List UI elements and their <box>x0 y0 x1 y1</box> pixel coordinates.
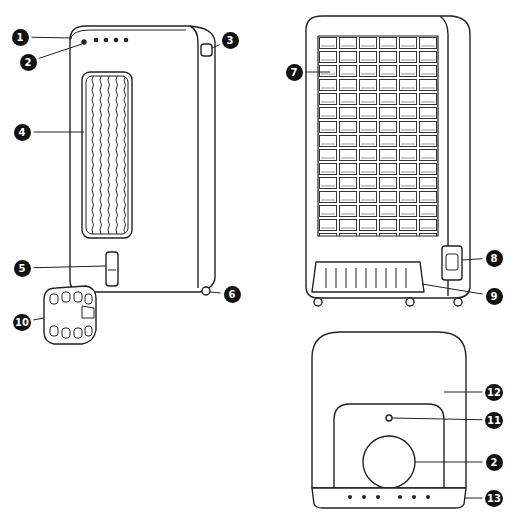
callout-number: 3 <box>222 32 239 49</box>
leader-line <box>464 498 483 499</box>
callout-number: 1 <box>12 29 29 46</box>
callout-number: 11 <box>485 412 503 429</box>
ice-pack <box>44 286 96 344</box>
callout-text: 2 <box>491 457 498 468</box>
callout-number: 12 <box>485 384 503 401</box>
callout-number: 7 <box>286 64 303 81</box>
leader-line <box>210 292 221 294</box>
leader-line <box>306 72 331 73</box>
rear-view <box>306 16 470 306</box>
callout-text: 3 <box>227 35 234 46</box>
callout-number: 2 <box>486 454 503 471</box>
leader-line <box>33 318 44 320</box>
leader-line <box>462 259 483 260</box>
callout-text: 5 <box>19 263 26 274</box>
leader-line <box>31 37 72 39</box>
callout-number: 6 <box>224 286 241 303</box>
leader-line <box>33 266 106 268</box>
leader-line <box>444 392 483 393</box>
callout-text: 2 <box>25 57 32 68</box>
callout-number: 10 <box>13 314 31 331</box>
callout-number: 4 <box>14 124 31 141</box>
callout-text: 7 <box>291 67 298 78</box>
callout-text: 6 <box>229 289 236 300</box>
leader-line <box>39 44 82 58</box>
callout-text: 10 <box>15 317 29 328</box>
leader-line <box>34 132 85 133</box>
callout-text: 9 <box>491 291 498 302</box>
callout-text: 8 <box>491 253 498 264</box>
callout-number: 8 <box>486 250 503 267</box>
leader-line <box>212 45 219 48</box>
callout-number: 5 <box>14 260 31 277</box>
top-view <box>312 332 466 508</box>
callout-text: 13 <box>487 493 501 504</box>
callout-number: 9 <box>486 288 503 305</box>
callout-number: 2 <box>20 54 37 71</box>
front-view <box>70 26 215 299</box>
callout-number: 13 <box>485 490 503 507</box>
leader-line <box>422 284 483 294</box>
callout-text: 12 <box>487 387 501 398</box>
callout-text: 11 <box>487 415 501 426</box>
leader-line <box>415 462 483 463</box>
callout-text: 1 <box>17 32 24 43</box>
leader-line <box>392 418 483 420</box>
callout-text: 4 <box>19 127 26 138</box>
